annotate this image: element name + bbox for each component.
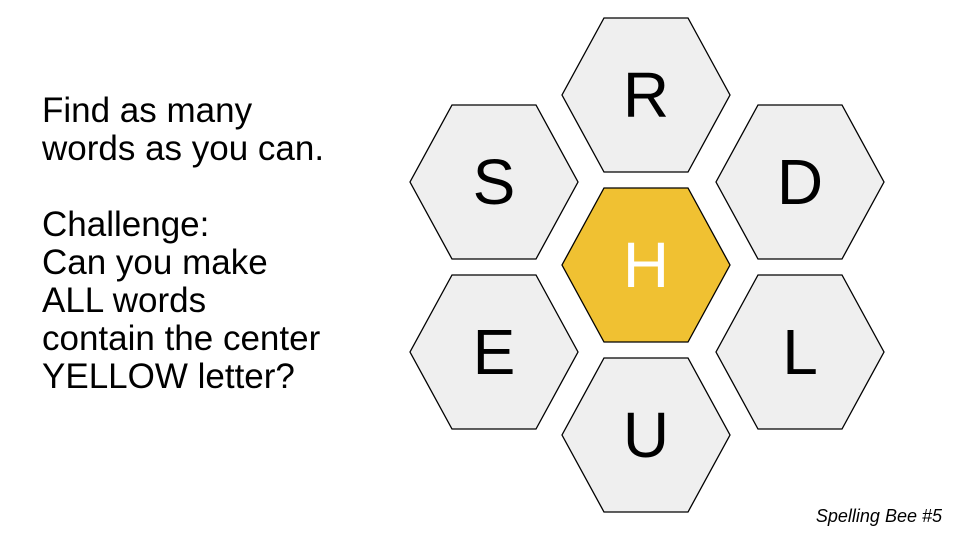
instruction-line: Can you make	[42, 243, 268, 282]
hex-tile-lower-left[interactable]: E	[409, 274, 579, 430]
hex-tile-upper-right[interactable]: D	[715, 104, 885, 260]
hex-letter-center: H	[623, 229, 669, 301]
hex-letter-bottom: U	[623, 399, 669, 471]
instruction-line: contain the center	[42, 319, 321, 358]
hex-tile-upper-left[interactable]: S	[409, 104, 579, 260]
hex-tile-bottom[interactable]: U	[561, 357, 731, 513]
hex-letter-top: R	[623, 59, 669, 131]
instructions-text: Find as many words as you can. Challenge…	[42, 92, 402, 396]
challenge-heading: Challenge:	[42, 205, 210, 244]
instruction-line: words as you can.	[42, 129, 325, 168]
hex-letter-upper-right: D	[777, 146, 823, 218]
hex-letter-lower-left: E	[473, 316, 516, 388]
hex-tile-center[interactable]: H	[561, 187, 731, 343]
instruction-line: Find as many	[42, 91, 253, 130]
instruction-line: YELLOW letter?	[42, 357, 295, 396]
instruction-line: ALL words	[42, 281, 207, 320]
puzzle-number-label: Spelling Bee #5	[815, 506, 942, 526]
hex-letter-lower-right: L	[782, 316, 818, 388]
hex-tile-lower-right[interactable]: L	[715, 274, 885, 430]
hex-tile-top[interactable]: R	[561, 17, 731, 173]
hex-letter-upper-left: S	[473, 146, 516, 218]
